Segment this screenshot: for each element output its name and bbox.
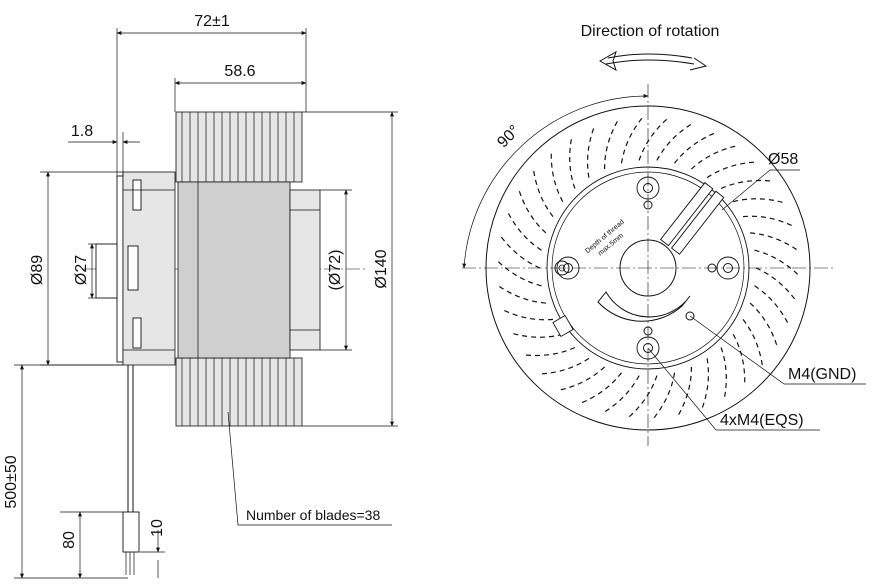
impeller-blade — [532, 168, 554, 217]
impeller-blade — [651, 372, 676, 421]
rotation-arrow — [607, 53, 693, 59]
impeller-blade — [495, 259, 542, 287]
impeller-blade — [569, 136, 576, 189]
impeller-blade — [550, 150, 564, 202]
impeller-blade — [706, 161, 757, 179]
impeller-bottom — [175, 357, 303, 427]
impeller-blade — [656, 122, 694, 161]
impeller-blade — [732, 334, 746, 386]
impeller-blade — [557, 366, 606, 392]
label-eqs: 4xM4(EQS) — [720, 412, 804, 429]
dim-overall-length: 72±1 — [194, 13, 230, 30]
impeller-blade — [742, 319, 764, 368]
impeller-blade — [754, 285, 790, 326]
rotation-label: Direction of rotation — [581, 23, 720, 40]
dim-mount-dia: Ø89 — [29, 255, 46, 285]
impeller-blade — [579, 372, 622, 405]
impeller-blade — [700, 358, 709, 411]
dim-impeller-dia: Ø140 — [373, 249, 390, 288]
impeller-blade — [517, 188, 547, 234]
impeller-blade — [523, 346, 576, 357]
dim-body-length: 58.6 — [224, 63, 255, 80]
motor-body — [177, 181, 291, 359]
front-view: 90° Direction of rotation Ø58 M4(GND) 4x… — [462, 23, 866, 446]
impeller-blade — [506, 210, 542, 251]
impeller-blade — [742, 215, 795, 228]
impeller-blade — [676, 366, 693, 418]
impeller-blade — [496, 284, 546, 304]
impeller-blade — [733, 198, 786, 204]
impeller-top — [175, 111, 303, 183]
angle-label: 90° — [494, 122, 523, 151]
hub — [95, 243, 118, 299]
mounting-flange — [116, 175, 124, 363]
impeller-blade — [539, 357, 590, 375]
dim-cable-length: 500±50 — [3, 455, 20, 508]
impeller-blade — [638, 116, 670, 161]
dim-flange: 1.8 — [71, 123, 93, 140]
blades-note: Number of blades=38 — [246, 507, 380, 523]
impeller-blade — [754, 249, 801, 277]
impeller-blade — [720, 347, 727, 400]
dim-wire-strip: 10 — [149, 519, 166, 537]
impeller-blade — [499, 234, 541, 269]
impeller-blade — [674, 131, 717, 164]
impeller-blade — [587, 125, 596, 178]
impeller-blade — [626, 375, 658, 420]
side-view: 72±1 58.6 1.8 Ø89 Ø27 (Ø72) Ø140 500±50 … — [3, 13, 398, 579]
dim-motor-dia: (Ø72) — [327, 250, 344, 291]
impeller-blade — [602, 375, 640, 414]
impeller-blade — [750, 232, 800, 252]
impeller-blade — [603, 118, 620, 170]
label-gnd: M4(GND) — [788, 366, 856, 383]
impeller-blade — [690, 144, 739, 170]
impeller-blade — [755, 267, 797, 302]
dim-hub-dia: Ø27 — [73, 255, 90, 285]
dim-strip-length: 80 — [61, 531, 78, 549]
dim-bolt-circle: Ø58 — [768, 151, 798, 168]
impeller-blade — [749, 302, 779, 348]
impeller-blade — [720, 179, 773, 190]
impeller-blade — [501, 308, 554, 321]
impeller-blade — [510, 332, 563, 338]
